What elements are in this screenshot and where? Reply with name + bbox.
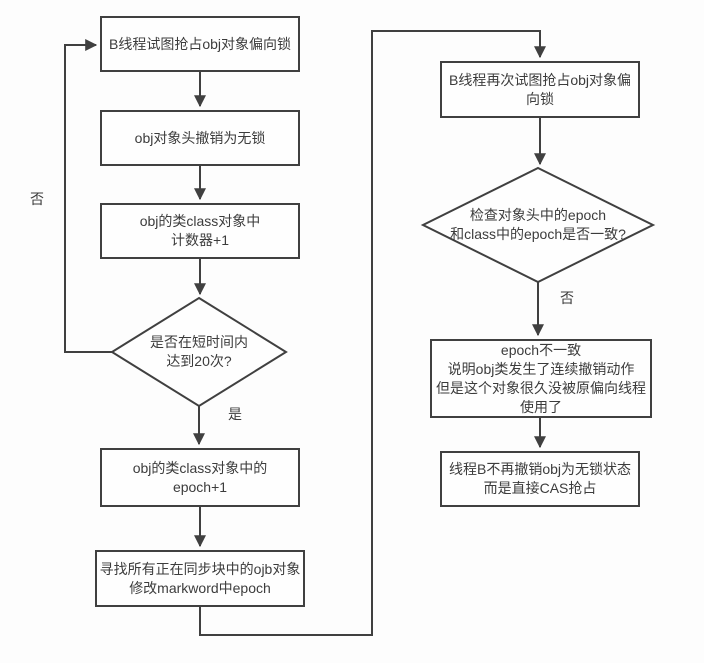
node-class-epoch-inc: obj的类class对象中的 epoch+1 [100,448,300,507]
decision-short-time-diamond [110,296,288,408]
decision-epoch-match-label: 检查对象头中的epoch 和class中的epoch是否一致? [450,207,626,242]
decision-epoch-match-diamond [420,166,656,284]
edge-decision1-loop-no [64,39,112,353]
node-update-markword: 寻找所有正在同步块中的ojb对象 修改markword中epoch [95,550,305,607]
node-retry-bias-lock: B线程再次试图抢占obj对象偏 向锁 [440,61,640,118]
edge-label-yes: 是 [228,406,242,422]
edge-label-no-left: 否 [30,191,44,207]
node-attempt-bias-lock: B线程试图抢占obj对象偏向锁 [100,16,300,72]
decision-short-time-label: 是否在短时间内 达到20次? [150,334,248,369]
node-revoke-to-lockfree: obj对象头撤销为无锁 [100,110,300,166]
node-class-counter-inc: obj的类class对象中 计数器+1 [100,203,300,259]
edge-box5-right1 [199,30,546,636]
node-epoch-mismatch-note: epoch不一致 说明obj类发生了连续撤销动作 但是这个对象很久没被原偏向线程… [430,339,652,418]
edge-label-no-right: 否 [560,290,574,306]
node-cas-directly: 线程B不再撤销obj为无锁状态 而是直接CAS抢占 [440,451,640,507]
